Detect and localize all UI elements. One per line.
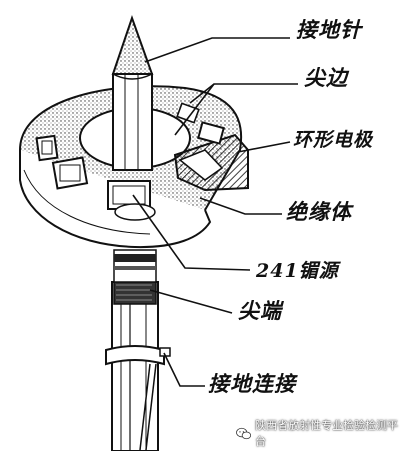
label-ground-connection: 接地连接 <box>208 371 296 396</box>
leader-insulator <box>199 197 282 215</box>
leader-ring <box>237 141 291 153</box>
watermark-text: 陕西省放射性专业检验检测平台 <box>255 419 399 448</box>
upper-rod-segment <box>113 249 157 283</box>
leader-ground <box>163 352 205 387</box>
lower-rod <box>111 281 159 451</box>
label-ring-electrode: 环形电极 <box>293 129 374 151</box>
label-ground-needle: 接地针 <box>296 17 362 42</box>
rod-tip-block <box>113 281 157 305</box>
leader-tip <box>149 289 233 314</box>
ground-clamp <box>105 345 171 451</box>
leader-needle <box>144 37 290 63</box>
label-sharp-edge: 尖边 <box>304 65 348 90</box>
label-tip: 尖端 <box>238 298 282 323</box>
watermark: 陕西省放射性专业检验检测平台 <box>236 419 401 448</box>
wechat-icon <box>236 427 252 439</box>
leader-source <box>132 194 251 271</box>
leader-lines <box>132 37 298 387</box>
leader-edge-2 <box>174 83 215 136</box>
ground-needle <box>111 14 154 171</box>
label-americium-source: 241镅源 <box>256 260 339 282</box>
label-insulator: 绝缘体 <box>286 199 352 224</box>
